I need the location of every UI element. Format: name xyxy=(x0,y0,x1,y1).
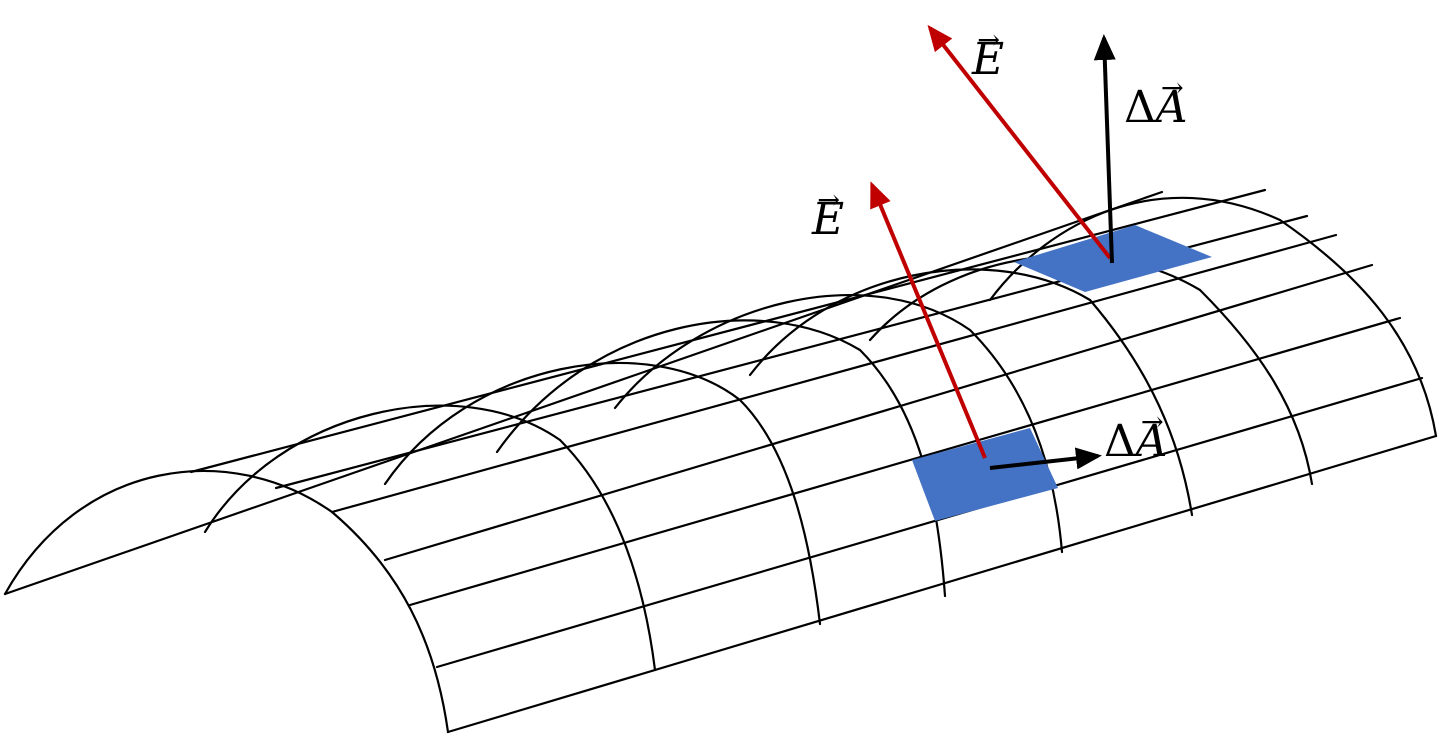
generator-line xyxy=(189,188,1267,474)
electric-field-vector-top xyxy=(927,24,1112,260)
generator-line xyxy=(383,263,1374,562)
delta-symbol: Δ xyxy=(1124,82,1156,133)
vector-symbol: E xyxy=(812,198,844,242)
area-patch-side xyxy=(912,428,1058,521)
label-electric-field-top: E xyxy=(972,38,1004,82)
generator-line xyxy=(330,233,1338,514)
vector-symbol: A xyxy=(1136,420,1168,464)
cross-section-arc xyxy=(868,254,1314,486)
area-vector-side xyxy=(989,447,1102,470)
electric-field-vector-side xyxy=(870,181,987,459)
delta-symbol: Δ xyxy=(1104,416,1136,467)
surface-generator-lines xyxy=(3,188,1438,734)
label-area-vector-side: ΔA xyxy=(1104,420,1168,464)
area-vector-top xyxy=(1093,34,1116,264)
cross-section-arc xyxy=(988,196,1438,438)
base-edge-front xyxy=(446,434,1438,734)
vector-symbol: E xyxy=(972,38,1004,82)
cross-section-arc xyxy=(203,404,657,672)
vectors xyxy=(870,24,1116,470)
label-electric-field-side: E xyxy=(812,198,844,242)
cross-section-arc xyxy=(383,361,822,626)
generator-line xyxy=(435,376,1424,669)
cross-section-arc xyxy=(3,469,450,734)
surface-cross-section-arcs xyxy=(3,196,1438,734)
label-area-vector-top: ΔA xyxy=(1124,86,1188,130)
base-edge-back xyxy=(3,190,1164,596)
generator-line xyxy=(408,316,1402,607)
cross-section-arc xyxy=(748,268,1194,517)
vector-symbol: A xyxy=(1156,86,1188,130)
